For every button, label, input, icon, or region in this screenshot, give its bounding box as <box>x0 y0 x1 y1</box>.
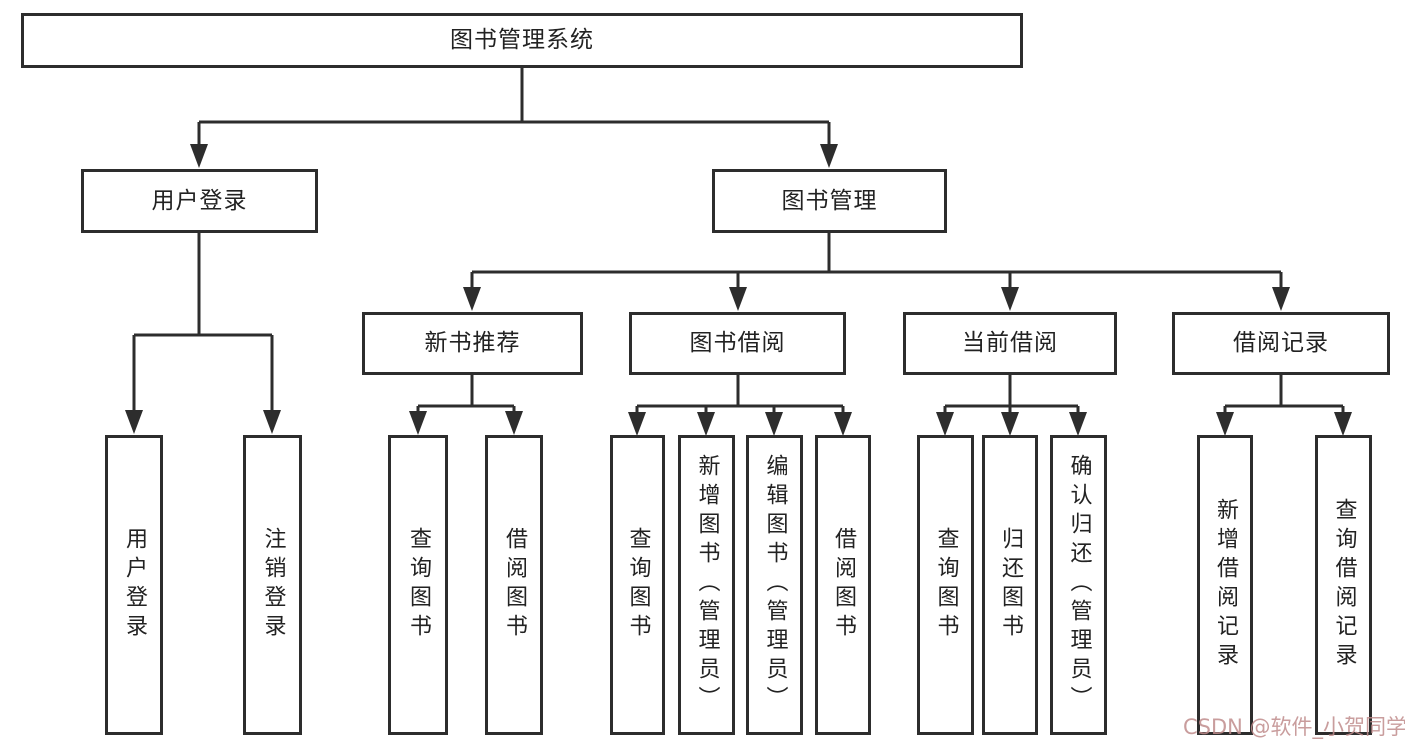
arrowheads <box>125 144 1352 436</box>
leaf-search-borrow-record: 查询借阅记录 <box>1315 435 1372 735</box>
node-book-management: 图书管理 <box>712 169 947 233</box>
node-label: 新书推荐 <box>424 330 521 356</box>
node-label: 用户登录 <box>151 187 248 214</box>
leaf-add-book-admin: 新增图书（管理员） <box>678 435 735 735</box>
leaf-confirm-return-admin: 确认归还（管理员） <box>1050 435 1107 735</box>
node-new-book-recommendation: 新书推荐 <box>362 312 583 375</box>
node-label: 借阅图书 <box>502 526 527 644</box>
leaf-logout: 注销登录 <box>243 435 302 735</box>
node-label: 图书管理系统 <box>450 27 594 53</box>
node-label: 查询借阅记录 <box>1331 497 1357 673</box>
node-borrowing-records: 借阅记录 <box>1172 312 1390 375</box>
leaf-add-borrow-record: 新增借阅记录 <box>1197 435 1253 735</box>
leaf-search-books-borrowing: 查询图书 <box>610 435 665 735</box>
leaf-search-books-current: 查询图书 <box>917 435 974 735</box>
node-label: 查询图书 <box>406 526 431 644</box>
leaf-borrow-books-recommend: 借阅图书 <box>485 435 543 735</box>
node-user-login: 用户登录 <box>81 169 318 233</box>
node-label: 借阅图书 <box>831 526 856 644</box>
node-label: 编辑图书（管理员） <box>762 454 788 716</box>
leaf-return-book: 归还图书 <box>982 435 1038 735</box>
node-label: 用户登录 <box>122 526 147 644</box>
node-label: 查询图书 <box>933 526 959 644</box>
leaf-search-books-recommend: 查询图书 <box>388 435 448 735</box>
leaf-edit-book-admin: 编辑图书（管理员） <box>746 435 803 735</box>
node-root-system: 图书管理系统 <box>21 13 1023 68</box>
node-label: 图书借阅 <box>689 330 786 356</box>
node-label: 借阅记录 <box>1233 330 1329 356</box>
node-label: 当前借阅 <box>962 330 1058 356</box>
node-label: 查询图书 <box>625 526 651 644</box>
leaf-borrow-books-borrowing: 借阅图书 <box>815 435 871 735</box>
csdn-watermark: CSDN @软件_小贺同学 <box>1183 715 1405 739</box>
node-label: 归还图书 <box>998 526 1023 644</box>
node-label: 注销登录 <box>260 526 286 644</box>
node-label: 图书管理 <box>781 187 878 214</box>
node-label: 新增图书（管理员） <box>694 454 720 716</box>
node-book-borrowing: 图书借阅 <box>629 312 846 375</box>
node-label: 新增借阅记录 <box>1213 497 1238 673</box>
leaf-user-login: 用户登录 <box>105 435 163 735</box>
node-current-borrowing: 当前借阅 <box>903 312 1117 375</box>
node-label: 确认归还（管理员） <box>1066 454 1092 716</box>
